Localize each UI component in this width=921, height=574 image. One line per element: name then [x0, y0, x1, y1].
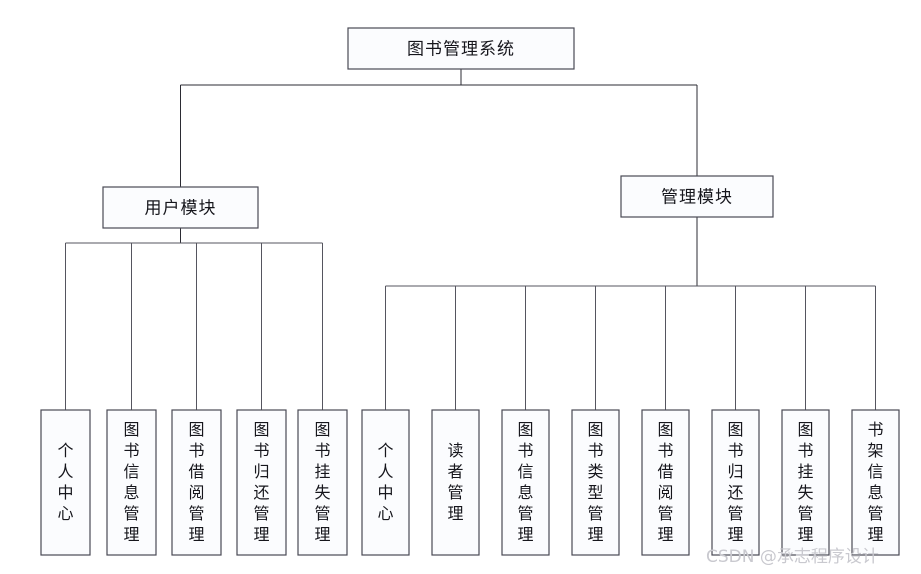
node-label-a8: 书架信息管理 — [867, 420, 883, 544]
node-label-a2: 读者管理 — [447, 441, 463, 523]
node-box-a8 — [851, 409, 900, 556]
node-label-u1: 个人中心 — [57, 441, 73, 523]
leaf-node-a3[interactable]: 图书信息管理 — [501, 409, 550, 556]
leaf-node-u5[interactable]: 图书挂失管理 — [297, 409, 348, 556]
leaf-node-a7[interactable]: 图书挂失管理 — [781, 409, 830, 556]
node-label-u5: 图书挂失管理 — [314, 420, 330, 544]
root-node-root[interactable]: 图书管理系统 — [347, 27, 575, 70]
leaf-node-a8[interactable]: 书架信息管理 — [851, 409, 900, 556]
leaf-node-a5[interactable]: 图书借阅管理 — [641, 409, 690, 556]
leaf-node-a6[interactable]: 图书归还管理 — [711, 409, 760, 556]
csdn-watermark: CSDN @承志程序设计 — [706, 547, 879, 567]
node-box-user-module — [102, 186, 259, 229]
node-label-u3: 图书借阅管理 — [188, 420, 204, 544]
node-label-root: 图书管理系统 — [407, 40, 515, 60]
node-box-admin-module — [620, 175, 774, 218]
node-box-u1 — [40, 409, 91, 556]
node-box-u2 — [106, 409, 157, 556]
node-box-a6 — [711, 409, 760, 556]
node-box-a7 — [781, 409, 830, 556]
branch-node-user-module[interactable]: 用户模块 — [102, 186, 259, 229]
node-label-a6: 图书归还管理 — [727, 420, 743, 544]
leaf-node-u2[interactable]: 图书信息管理 — [106, 409, 157, 556]
leaf-node-a4[interactable]: 图书类型管理 — [571, 409, 620, 556]
node-box-u4 — [236, 409, 287, 556]
leaf-node-u4[interactable]: 图书归还管理 — [236, 409, 287, 556]
leaf-node-a1[interactable]: 个人中心 — [361, 409, 410, 556]
node-label-admin-module: 管理模块 — [661, 188, 733, 208]
branch-node-admin-module[interactable]: 管理模块 — [620, 175, 774, 218]
node-box-a3 — [501, 409, 550, 556]
node-label-u4: 图书归还管理 — [253, 420, 269, 544]
node-label-u2: 图书信息管理 — [123, 420, 139, 544]
leaf-node-a2[interactable]: 读者管理 — [431, 409, 480, 556]
node-box-u5 — [297, 409, 348, 556]
node-label-a4: 图书类型管理 — [587, 420, 603, 544]
node-box-a2 — [431, 409, 480, 556]
node-box-root — [347, 27, 575, 70]
node-label-a5: 图书借阅管理 — [657, 420, 673, 544]
node-box-u3 — [171, 409, 222, 556]
connector-layer — [64, 69, 877, 410]
node-label-user-module: 用户模块 — [145, 199, 217, 219]
node-box-a4 — [571, 409, 620, 556]
node-label-a7: 图书挂失管理 — [797, 420, 813, 544]
leaf-node-u3[interactable]: 图书借阅管理 — [171, 409, 222, 556]
node-label-a3: 图书信息管理 — [517, 420, 533, 544]
node-box-a1 — [361, 409, 410, 556]
node-box-a5 — [641, 409, 690, 556]
node-label-a1: 个人中心 — [377, 441, 393, 523]
leaf-node-u1[interactable]: 个人中心 — [40, 409, 91, 556]
